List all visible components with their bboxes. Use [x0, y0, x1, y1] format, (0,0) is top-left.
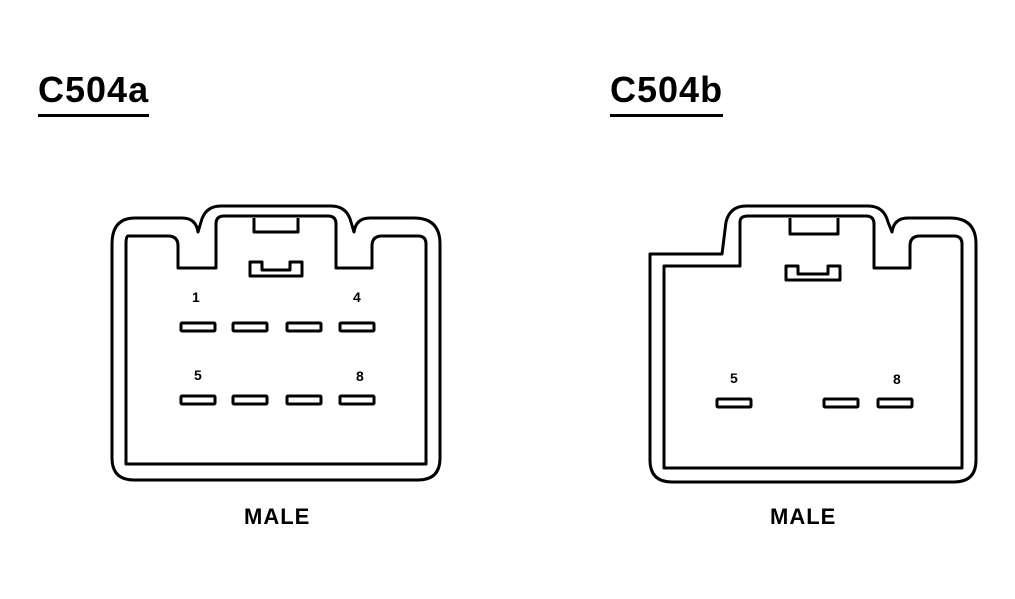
pin-label-1: 1 — [192, 289, 200, 305]
connector-b-pin-labels: 5 8 — [730, 370, 901, 387]
connector-a-latch — [248, 260, 304, 278]
connector-b-pins — [715, 397, 914, 409]
connector-b-outer-housing — [648, 204, 978, 484]
connector-b-title: C504b — [610, 70, 724, 117]
connector-b-center-notch — [788, 218, 840, 236]
pin-3 — [285, 321, 323, 333]
pin-8 — [876, 397, 914, 409]
pin-5 — [179, 394, 217, 406]
pin-5 — [715, 397, 753, 409]
pin-label-8: 8 — [893, 371, 901, 387]
pin-label-5: 5 — [194, 367, 202, 383]
pin-6 — [231, 394, 269, 406]
connector-a-center-notch — [252, 218, 300, 234]
pin-label-8: 8 — [356, 368, 364, 384]
connector-a-pin-labels: 1 4 5 8 — [192, 289, 364, 384]
pin-label-5: 5 — [730, 370, 738, 386]
pin-4 — [338, 321, 376, 333]
pin-1 — [179, 321, 217, 333]
connector-a-inner-housing — [124, 214, 428, 466]
pin-label-4: 4 — [353, 289, 361, 305]
pin-7 — [285, 394, 323, 406]
pin-8 — [338, 394, 376, 406]
connector-b-inner-housing — [662, 214, 964, 470]
connector-a-title: C504a — [38, 70, 150, 117]
connector-a-outer-housing — [110, 204, 442, 482]
connector-b — [648, 204, 978, 484]
connector-b-latch — [784, 264, 842, 282]
pin-2 — [231, 321, 269, 333]
connector-b-gender-label: MALE — [770, 504, 837, 529]
connector-a-pins — [179, 321, 376, 406]
connector-a-gender-label: MALE — [244, 504, 311, 529]
pin-7 — [822, 397, 860, 409]
connector-a — [110, 204, 442, 482]
